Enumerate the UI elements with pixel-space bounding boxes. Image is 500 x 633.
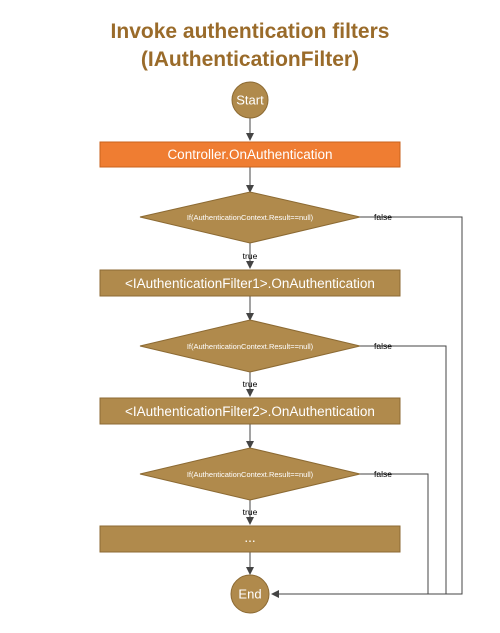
end-node xyxy=(230,574,270,614)
condition-diamond-2 xyxy=(139,319,361,373)
start-node xyxy=(231,81,269,119)
ellipsis-box xyxy=(99,525,401,553)
condition-3-false-label: false xyxy=(374,469,392,479)
filter-1-box xyxy=(99,269,401,297)
filter-2-box xyxy=(99,397,401,425)
condition-2-label: If(AuthenticationContext.Result==null) xyxy=(187,342,314,351)
filter-1-label: <IAuthenticationFilter1>.OnAuthenticatio… xyxy=(125,276,375,291)
condition-1-true-label: true xyxy=(243,251,258,261)
start-node-label: Start xyxy=(236,93,264,108)
condition-2-true-label: true xyxy=(243,379,258,389)
condition-2-false-label: false xyxy=(374,341,392,351)
condition-diamond-1 xyxy=(139,191,361,244)
condition-3-label: If(AuthenticationContext.Result==null) xyxy=(187,470,314,479)
ellipsis-label: ... xyxy=(244,530,255,545)
condition-1-label: If(AuthenticationContext.Result==null) xyxy=(187,213,314,222)
filter-2-label: <IAuthenticationFilter2>.OnAuthenticatio… xyxy=(125,404,375,419)
condition-diamond-3 xyxy=(139,447,361,501)
condition-3-true-label: true xyxy=(243,507,258,517)
false-branch-3 xyxy=(360,473,429,594)
false-branch-2 xyxy=(360,345,447,594)
diagram-title-line-2: (IAuthenticationFilter) xyxy=(141,48,359,71)
controller-on-authentication-label: Controller.OnAuthentication xyxy=(167,147,332,162)
end-node-label: End xyxy=(238,587,261,602)
controller-on-authentication-box xyxy=(99,141,401,168)
condition-1-false-label: false xyxy=(374,212,392,222)
diagram-title-line-1: Invoke authentication filters xyxy=(111,20,390,43)
false-branch-1 xyxy=(271,216,463,598)
